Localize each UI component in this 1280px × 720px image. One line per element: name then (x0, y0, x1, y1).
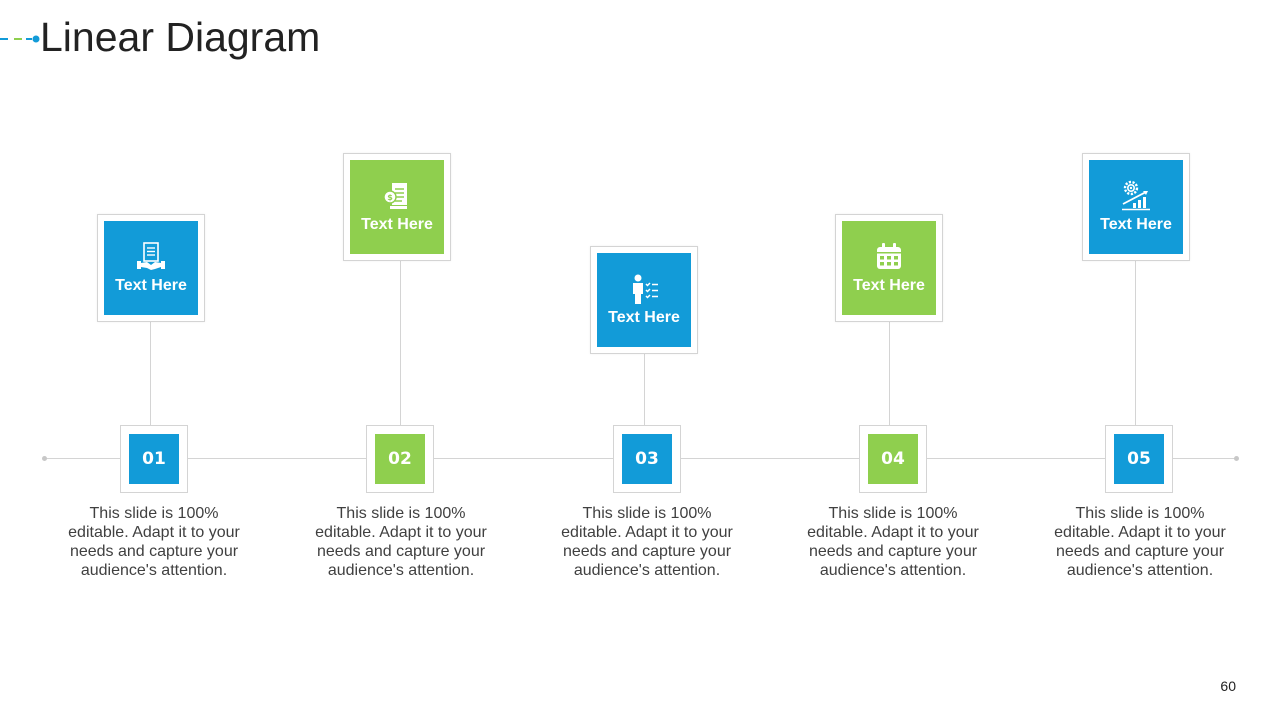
title-decoration (0, 35, 40, 43)
step-2-card: $ Text Here (343, 153, 451, 261)
step-3-card: Text Here (590, 246, 698, 354)
step-4-card: Text Here (835, 214, 943, 322)
step-4-connector (889, 322, 890, 426)
step-2-number: 02 (375, 434, 425, 484)
step-1-connector (150, 322, 151, 426)
step-5-card: Text Here (1082, 153, 1190, 261)
step-1-description: This slide is 100% editable. Adapt it to… (68, 505, 240, 579)
step-4-label: Text Here (853, 277, 925, 294)
step-3-card-body: Text Here (597, 253, 691, 347)
step-1-label: Text Here (115, 277, 187, 294)
step-4-description: This slide is 100% editable. Adapt it to… (807, 505, 979, 579)
step-1-number: 01 (129, 434, 179, 484)
timeline-end-dot (1234, 456, 1239, 461)
step-3-number-box: 03 (613, 425, 681, 493)
step-3-description: This slide is 100% editable. Adapt it to… (561, 505, 733, 579)
step-5-number: 05 (1114, 434, 1164, 484)
step-1-number-box: 01 (120, 425, 188, 493)
step-3-number: 03 (622, 434, 672, 484)
step-4-card-body: Text Here (842, 221, 936, 315)
step-2-connector (400, 260, 401, 426)
step-3-connector (644, 353, 645, 426)
step-1-card: Text Here (97, 214, 205, 322)
step-5-number-box: 05 (1105, 425, 1173, 493)
step-2-label: Text Here (361, 216, 433, 233)
page-title: Linear Diagram (40, 14, 321, 60)
svg-text:$: $ (387, 193, 393, 202)
step-5-card-body: Text Here (1089, 160, 1183, 254)
step-4-number-box: 04 (859, 425, 927, 493)
timeline-start-dot (42, 456, 47, 461)
step-5-description: This slide is 100% editable. Adapt it to… (1054, 505, 1226, 579)
page-number: 60 (1220, 678, 1236, 694)
step-2-number-box: 02 (366, 425, 434, 493)
invoice-dollar-icon: $ (383, 183, 407, 209)
gear-growth-chart-icon (1122, 180, 1150, 211)
step-2-card-body: $ Text Here (350, 160, 444, 254)
person-checklist-icon (633, 274, 658, 304)
step-5-label: Text Here (1100, 216, 1172, 233)
step-3-label: Text Here (608, 309, 680, 326)
calendar-icon (877, 243, 901, 269)
step-5-connector (1135, 260, 1136, 426)
step-1-card-body: Text Here (104, 221, 198, 315)
step-4-number: 04 (868, 434, 918, 484)
document-handshake-icon (137, 242, 165, 270)
step-2-description: This slide is 100% editable. Adapt it to… (315, 505, 487, 579)
